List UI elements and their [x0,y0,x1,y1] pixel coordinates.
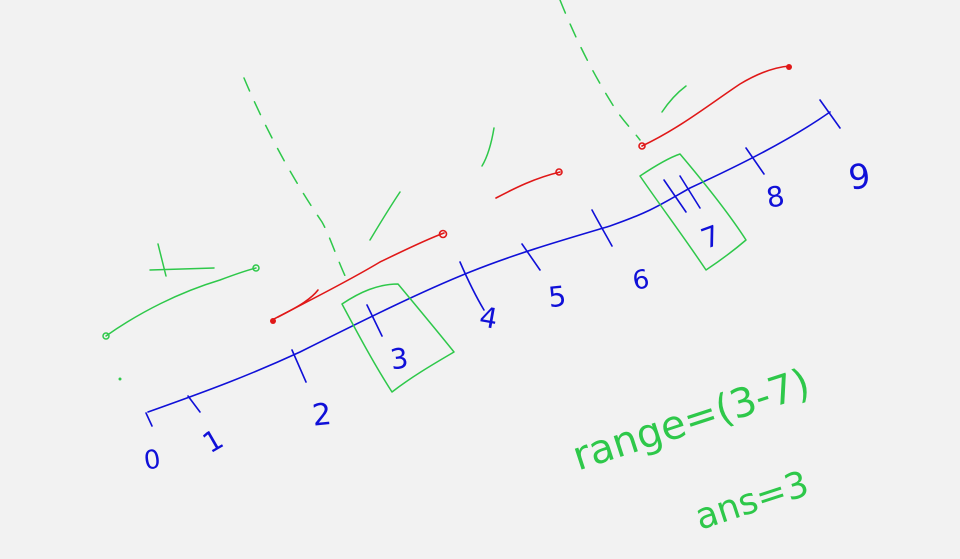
red-segment-3-start [638,142,646,150]
checkmark-icon-3 [661,85,687,113]
green-segment-left-start [102,332,110,340]
red-segment-3-end [786,64,792,70]
red-segment-1-retrace [277,289,319,318]
label-7: 7 [697,219,725,256]
annotation-answer: ans=3 [690,464,814,539]
red-segment-1-start [270,318,276,324]
dashed-guide-left [243,77,349,283]
red-segment-2-end [555,168,563,176]
label-2: 2 [311,397,334,434]
tick-8 [745,147,765,175]
dashed-guides [243,0,641,283]
tick-5 [521,243,541,271]
green-segment-left [105,267,257,337]
axis-end-tick-right [819,99,841,129]
green-segment-left-end [252,264,260,272]
stray-dot [118,377,122,381]
label-6: 6 [630,264,652,296]
highlight-boxes [341,153,747,393]
red-segment-2 [495,171,561,199]
tick-1 [187,395,201,413]
red-segment-3 [641,65,791,147]
label-9: 9 [846,156,873,199]
tick-4 [459,261,485,311]
number-line-axis [147,111,831,413]
tick-7a [663,179,687,213]
tick-2 [291,349,307,383]
axis-end-tick-left [145,412,153,427]
cross-mark-icon [149,243,215,277]
green-marks [102,85,687,381]
annotations: range=(3-7) ans=3 [567,360,816,538]
box-around-7 [639,153,747,271]
label-3: 3 [388,341,410,376]
tick-7b [679,175,701,209]
label-8: 8 [764,179,787,215]
red-segments [270,64,792,324]
red-segment-1-end [438,229,448,239]
dashed-guide-right [559,0,641,141]
tick-3 [366,304,383,337]
number-line: 0 1 2 3 4 5 6 7 8 9 [142,99,873,477]
checkmark-icon-2 [481,127,495,167]
tick-6 [591,209,613,247]
checkmark-icon-1 [369,191,401,241]
label-5: 5 [547,279,568,314]
label-0: 0 [142,445,163,477]
annotation-range: range=(3-7) [567,360,816,480]
box-around-3 [341,283,455,393]
label-1: 1 [197,422,229,459]
label-4: 4 [477,300,500,336]
